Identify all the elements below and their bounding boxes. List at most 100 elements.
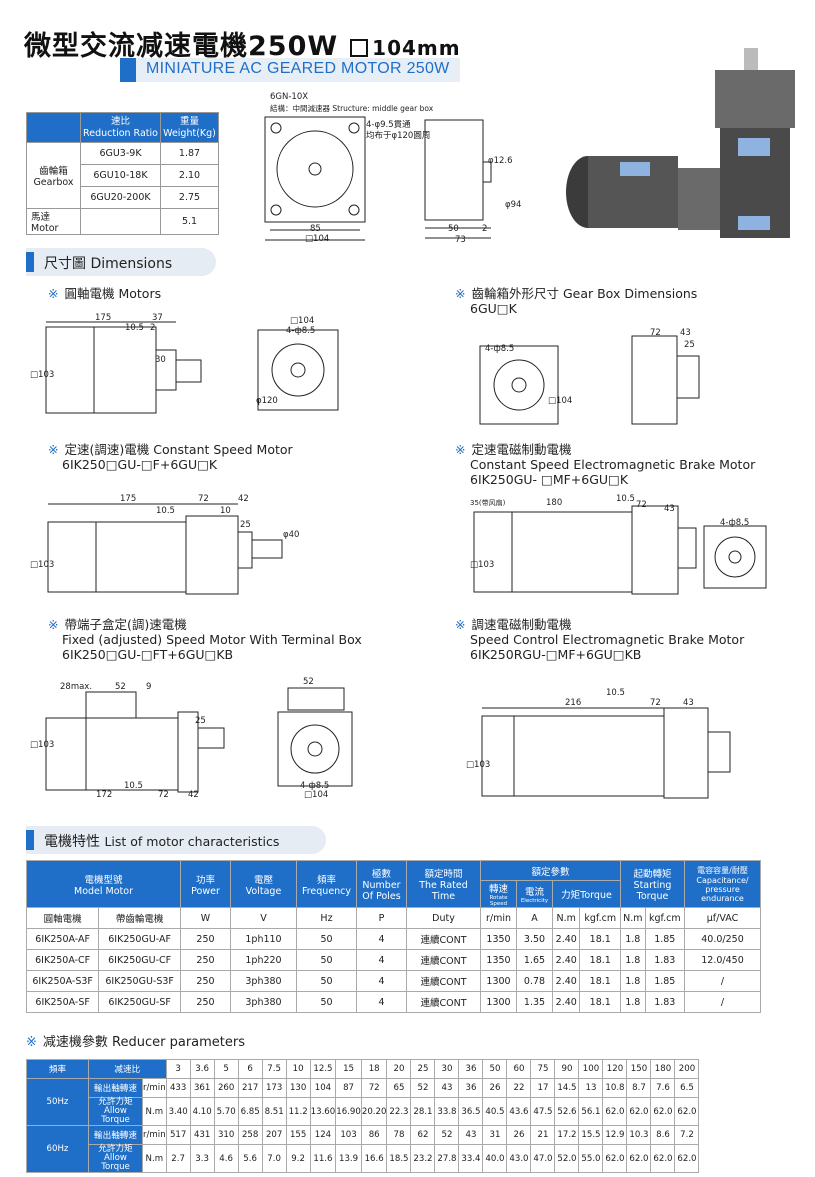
table-cell: r/min — [142, 1125, 167, 1145]
table-cell: 250 — [180, 949, 231, 971]
table-cell: 16.6 — [360, 1144, 388, 1173]
table-cell: 62.0 — [650, 1144, 676, 1173]
table-cell: 1ph110 — [230, 928, 297, 950]
table-header-cell: 頻率 — [26, 1059, 89, 1079]
table-cell: 18.5 — [386, 1144, 412, 1173]
table-cell: 62.0 — [674, 1144, 700, 1173]
table-cell: 2.40 — [551, 991, 581, 1013]
table-cell: 6IK250GU-S3F — [98, 970, 181, 992]
table-cell: 4 — [356, 949, 407, 971]
table-cell: 1.85 — [644, 970, 686, 992]
table-cell: 8.6 — [650, 1125, 676, 1145]
table-cell: 40.5 — [482, 1097, 508, 1126]
table-cell: 連續CONT — [406, 991, 481, 1013]
table-cell: 1.35 — [516, 991, 553, 1013]
table-cell: 52.0 — [554, 1144, 580, 1173]
table-cell: 173 — [261, 1078, 287, 1098]
table-cell: N.m — [142, 1097, 167, 1126]
table-cell: 1ph220 — [230, 949, 297, 971]
table-cell: 13 — [578, 1078, 604, 1098]
table-cell: 86 — [360, 1125, 388, 1145]
dimensions-header: 尺寸圖 Dimensions — [26, 248, 216, 276]
table-cell: 23.2 — [410, 1144, 436, 1173]
square-icon — [350, 39, 369, 57]
constant-speed-caption: ※定速(調速)電機 Constant Speed Motor — [48, 442, 293, 457]
table-cell: 3ph380 — [230, 970, 297, 992]
table-header-cell: 150 — [626, 1059, 652, 1079]
speed-brake-caption: ※調速電磁制動電機 — [455, 617, 572, 632]
gearbox-dimension-drawing — [479, 335, 700, 425]
table-cell: 103 — [335, 1125, 362, 1145]
table-cell: 5.6 — [237, 1144, 263, 1173]
table-cell: 26 — [506, 1125, 532, 1145]
table-cell: 62.0 — [626, 1144, 652, 1173]
table-header-cell: 180 — [650, 1059, 676, 1079]
speed-brake-motor-drawing — [481, 707, 731, 799]
table-cell: 62.0 — [674, 1097, 700, 1126]
table-cell: 4.6 — [213, 1144, 239, 1173]
table-cell: 50Hz — [26, 1078, 89, 1126]
table-cell: 310 — [213, 1125, 239, 1145]
table-cell: 6IK250A-AF — [25, 928, 100, 950]
table-cell: 258 — [237, 1125, 263, 1145]
table-header-cell: 200 — [674, 1059, 700, 1079]
table-cell: 40.0/250 — [684, 928, 761, 950]
table-cell: 17.2 — [554, 1125, 580, 1145]
table-cell: 155 — [285, 1125, 311, 1145]
accent-bar — [120, 58, 136, 82]
table-cell: 72 — [360, 1078, 388, 1098]
table-cell: 11.2 — [285, 1097, 311, 1126]
constant-speed-motor-drawing — [47, 503, 283, 595]
table-cell: 1.8 — [620, 970, 646, 992]
reducer-heading: ※减速機參數 Reducer parameters — [26, 1035, 246, 1050]
table-cell: 4 — [356, 928, 407, 950]
table-header-cell: 3.6 — [189, 1059, 215, 1079]
table-header-cell: 10 — [285, 1059, 311, 1079]
table-header-cell: 减速比 — [88, 1059, 167, 1079]
table-cell: 55.0 — [578, 1144, 604, 1173]
table-cell: / — [684, 991, 761, 1013]
table-cell: N.m — [142, 1144, 167, 1173]
table-cell: 6IK250A-SF — [25, 991, 100, 1013]
table-cell: 3.50 — [516, 928, 553, 950]
table-cell: 62.0 — [602, 1144, 628, 1173]
table-cell: 3ph380 — [230, 991, 297, 1013]
table-cell: 87 — [335, 1078, 362, 1098]
table-cell: / — [684, 970, 761, 992]
table-cell: 2.40 — [551, 970, 581, 992]
table-cell: 52 — [410, 1078, 436, 1098]
table-cell: 7.6 — [650, 1078, 676, 1098]
table-cell: 15.5 — [578, 1125, 604, 1145]
table-cell: 5.70 — [213, 1097, 239, 1126]
table-header-cell: 7.5 — [261, 1059, 287, 1079]
table-cell: 21 — [530, 1125, 556, 1145]
table-cell: 52.6 — [554, 1097, 580, 1126]
table-cell: 26 — [482, 1078, 508, 1098]
terminal-box-caption: ※帶端子盒定(調)速電機 — [48, 617, 187, 632]
table-cell: 33.4 — [458, 1144, 484, 1173]
table-cell: 40.0 — [482, 1144, 508, 1173]
table-cell: 連續CONT — [406, 928, 481, 950]
table-cell: 7.0 — [261, 1144, 287, 1173]
table-cell: 2.7 — [165, 1144, 191, 1173]
table-cell: 62 — [410, 1125, 436, 1145]
table-cell: 50 — [296, 928, 357, 950]
table-cell: 18.1 — [579, 949, 621, 971]
table-cell: 8.51 — [261, 1097, 287, 1126]
table-cell: 4 — [356, 991, 407, 1013]
table-cell: 50 — [296, 970, 357, 992]
table-cell: 4.10 — [189, 1097, 215, 1126]
table-cell: 22 — [506, 1078, 532, 1098]
table-cell: 65 — [386, 1078, 412, 1098]
table-cell: 52 — [434, 1125, 460, 1145]
